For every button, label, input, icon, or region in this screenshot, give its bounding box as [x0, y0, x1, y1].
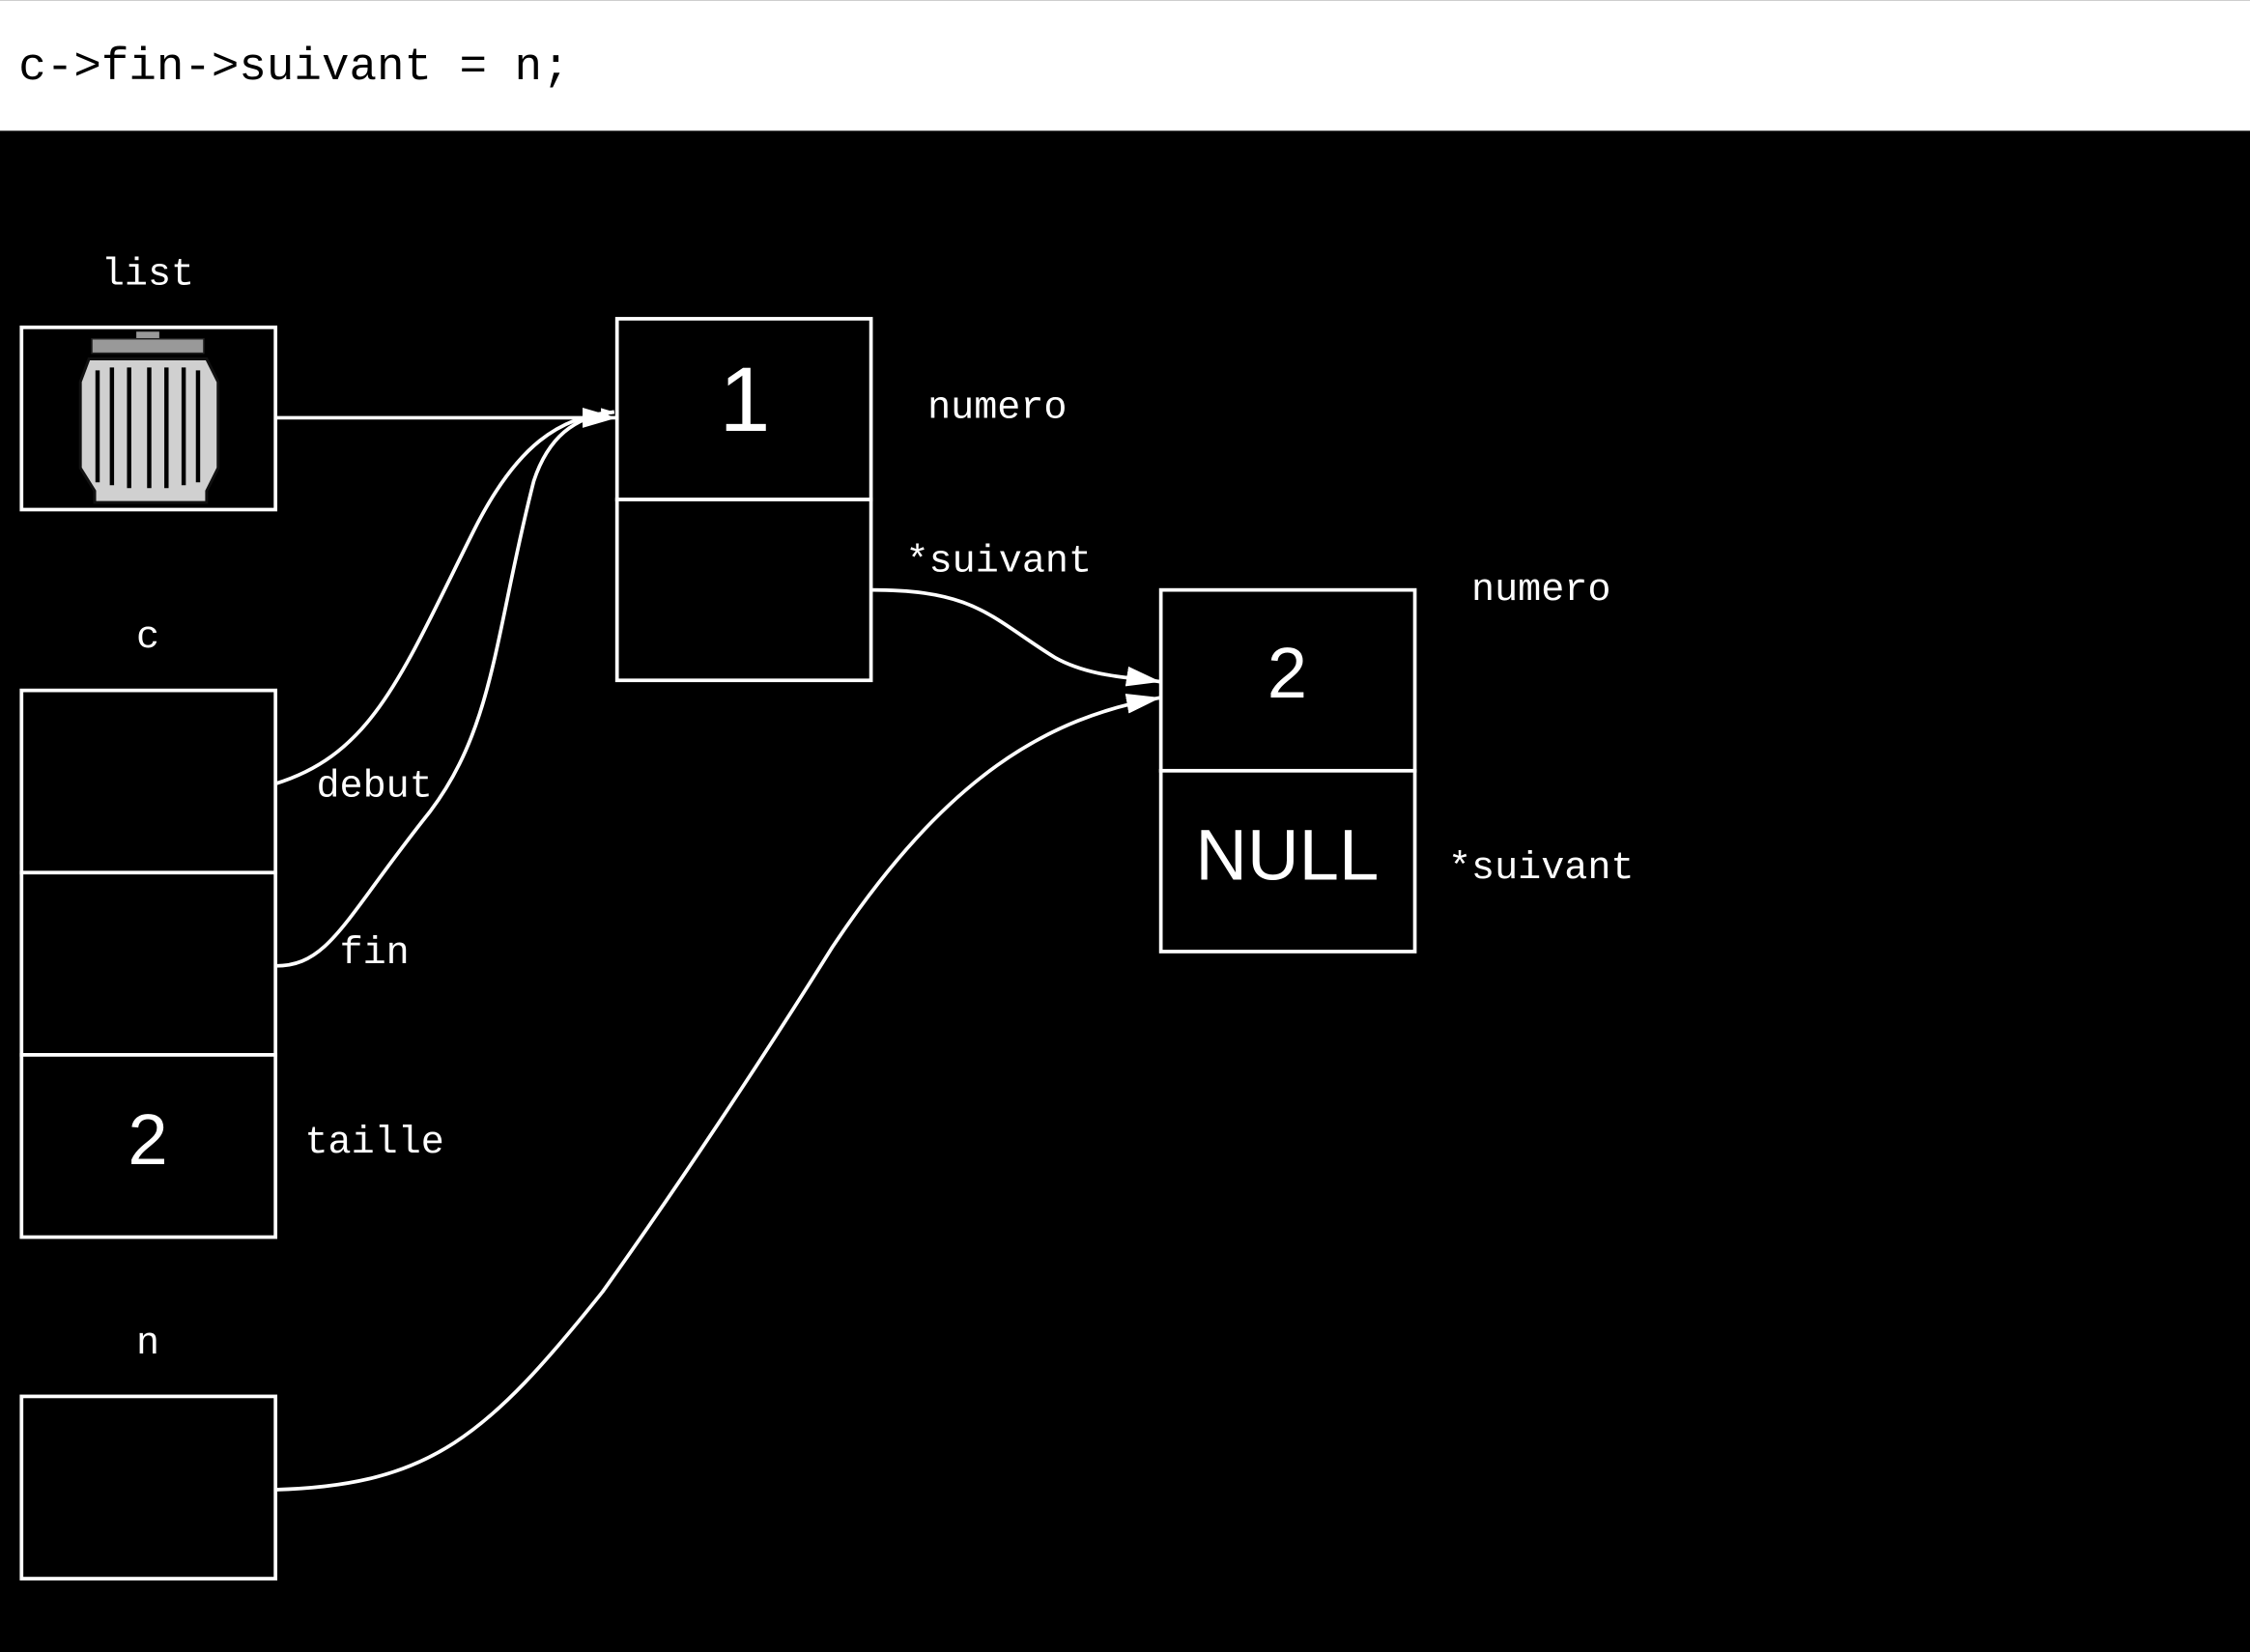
n-label: n: [136, 1323, 159, 1366]
c-label: c: [136, 616, 159, 660]
debut-pointer-arrow: [274, 408, 614, 785]
fin-label: fin: [340, 932, 410, 976]
node2-numero-field: [1158, 587, 1417, 773]
c-taille-field: [19, 1053, 278, 1239]
node1-numero-label: numero: [927, 386, 1067, 430]
n-pointer-arrow: [275, 694, 1161, 1492]
node1-numero-field: [614, 317, 873, 501]
node1-suivant-label: *suivant: [906, 540, 1092, 584]
debut-label: debut: [317, 766, 433, 810]
fin-pointer-arrow: [275, 408, 614, 968]
c-fin-field: [19, 870, 278, 1057]
c-debut-field: [19, 688, 278, 875]
node2-suivant-value: NULL: [1195, 815, 1379, 896]
trash-can-icon: [78, 331, 220, 504]
code-line: c->fin->suivant = n;: [18, 42, 569, 94]
list-label: list: [101, 253, 194, 297]
n-box: [19, 1394, 278, 1581]
node1-suivant-field: [614, 498, 873, 683]
taille-label: taille: [304, 1122, 443, 1165]
c-taille-value: 2: [128, 1099, 167, 1180]
node2-suivant-label: *suivant: [1448, 847, 1634, 891]
node2-numero-value: 2: [1267, 633, 1307, 713]
node1-numero-value: 1: [719, 349, 770, 451]
node1-suivant-arrow: [870, 587, 1161, 687]
node2-numero-label: numero: [1471, 569, 1610, 612]
code-header: [0, 0, 2250, 131]
node2-suivant-field: [1158, 768, 1417, 954]
